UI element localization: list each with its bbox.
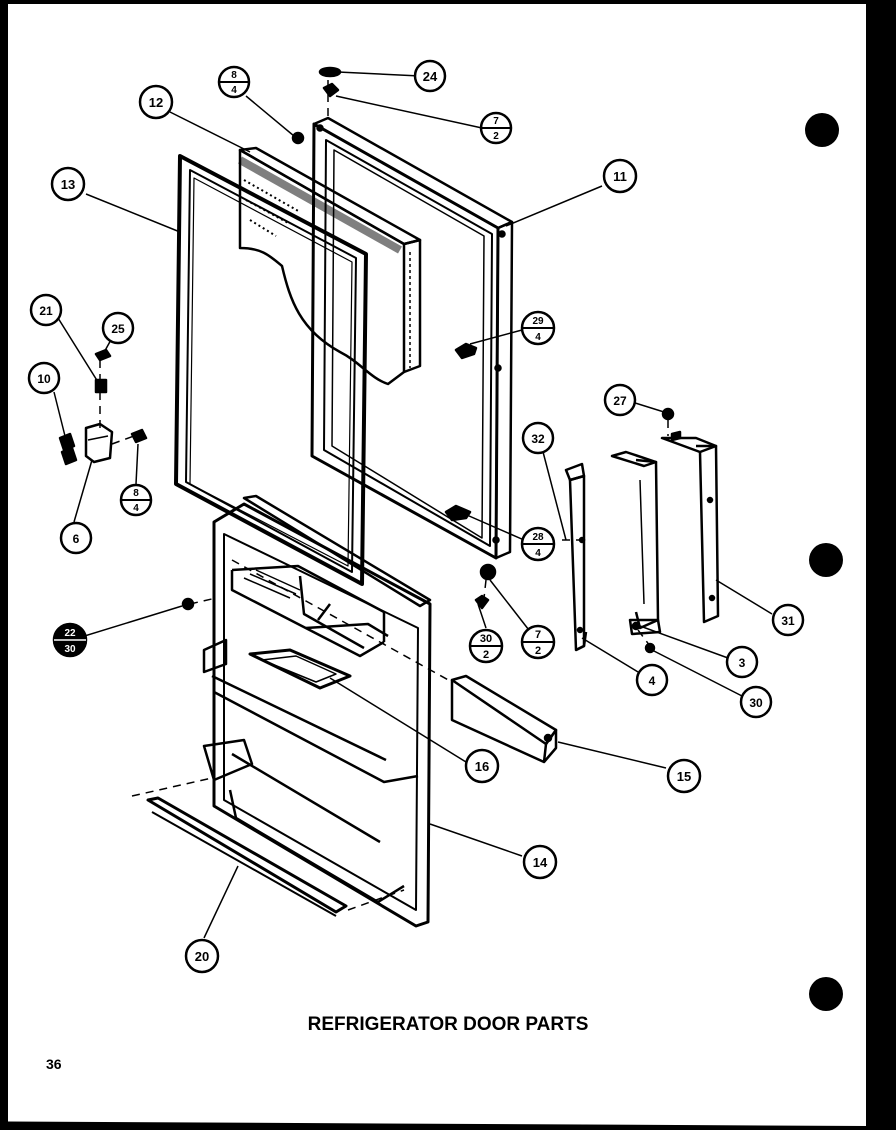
svg-text:29: 29 <box>532 316 544 327</box>
callout-10: 10 <box>27 361 61 395</box>
svg-text:7: 7 <box>493 116 499 127</box>
svg-text:8: 8 <box>133 488 139 499</box>
callout-11: 11 <box>602 158 638 194</box>
callout-25: 25 <box>101 311 135 345</box>
outer-door-panel <box>310 116 514 560</box>
svg-text:4: 4 <box>535 548 541 559</box>
svg-text:2: 2 <box>535 645 541 657</box>
svg-text:31: 31 <box>781 614 795 628</box>
svg-text:15: 15 <box>677 769 691 784</box>
callout-30: 30 <box>739 685 773 719</box>
svg-text:4: 4 <box>231 85 237 96</box>
door-gasket <box>174 154 368 586</box>
svg-text:4: 4 <box>649 674 656 688</box>
callout-8-4: 84 <box>217 65 251 99</box>
page-number: 36 <box>46 1056 62 1072</box>
svg-text:28: 28 <box>532 532 544 543</box>
hardware-screws <box>181 66 682 654</box>
svg-text:30: 30 <box>64 644 76 655</box>
hinge-bracket-3 <box>610 450 662 636</box>
svg-text:8: 8 <box>231 70 237 81</box>
hinge-plate-31 <box>660 436 720 624</box>
inner-door-liner <box>202 494 432 928</box>
svg-text:24: 24 <box>423 69 438 84</box>
svg-text:13: 13 <box>61 177 75 192</box>
svg-text:2: 2 <box>483 649 489 661</box>
callout-15: 15 <box>666 758 702 794</box>
callout-7-2-top: 72 <box>479 111 513 145</box>
callout-32: 32 <box>521 421 555 455</box>
part-callouts: 24 72 84 12 13 11 294 21 25 10 6 84 32 2… <box>27 59 805 974</box>
svg-text:30: 30 <box>480 633 492 645</box>
svg-text:14: 14 <box>533 855 548 870</box>
callout-13: 13 <box>50 166 86 202</box>
door-stop-assembly <box>58 348 148 466</box>
shelf-bar <box>450 674 558 764</box>
svg-text:27: 27 <box>613 394 627 408</box>
assembly-lines <box>99 80 669 911</box>
leader-lines <box>53 71 773 939</box>
callout-14: 14 <box>522 844 558 880</box>
callout-30-2: 302 <box>468 628 504 664</box>
callout-20: 20 <box>184 938 220 974</box>
svg-text:4: 4 <box>535 332 541 343</box>
callout-3: 3 <box>725 645 759 679</box>
callout-6: 6 <box>59 521 93 555</box>
callout-29-4: 294 <box>520 310 556 346</box>
svg-text:6: 6 <box>73 532 80 546</box>
svg-text:7: 7 <box>535 629 541 641</box>
callout-21: 21 <box>29 293 63 327</box>
svg-text:16: 16 <box>475 759 489 774</box>
svg-text:22: 22 <box>64 628 76 639</box>
diagram-title: REFRIGERATOR DOOR PARTS <box>307 1014 589 1035</box>
svg-text:21: 21 <box>39 304 53 318</box>
svg-text:11: 11 <box>613 169 627 184</box>
callout-12: 12 <box>138 84 174 120</box>
svg-text:32: 32 <box>531 432 545 446</box>
svg-text:30: 30 <box>749 696 763 710</box>
callout-7-2-mid: 72 <box>520 624 556 660</box>
callout-24: 24 <box>413 59 447 93</box>
callout-4: 4 <box>635 663 669 697</box>
svg-text:2: 2 <box>493 131 499 142</box>
callout-8-4-low: 84 <box>119 483 153 517</box>
svg-text:20: 20 <box>195 949 209 964</box>
hinge-bracket-4 <box>564 462 588 652</box>
svg-text:4: 4 <box>133 503 139 514</box>
svg-text:10: 10 <box>37 372 51 386</box>
svg-text:12: 12 <box>149 95 163 110</box>
svg-text:3: 3 <box>739 656 746 670</box>
callout-31: 31 <box>771 603 805 637</box>
registration-dots <box>805 113 843 1011</box>
svg-text:25: 25 <box>111 322 125 336</box>
paper-sheet <box>8 4 866 1126</box>
callout-27: 27 <box>603 383 637 417</box>
callout-28-4: 284 <box>520 526 556 562</box>
callout-16: 16 <box>464 748 500 784</box>
trim-strip <box>146 796 348 917</box>
